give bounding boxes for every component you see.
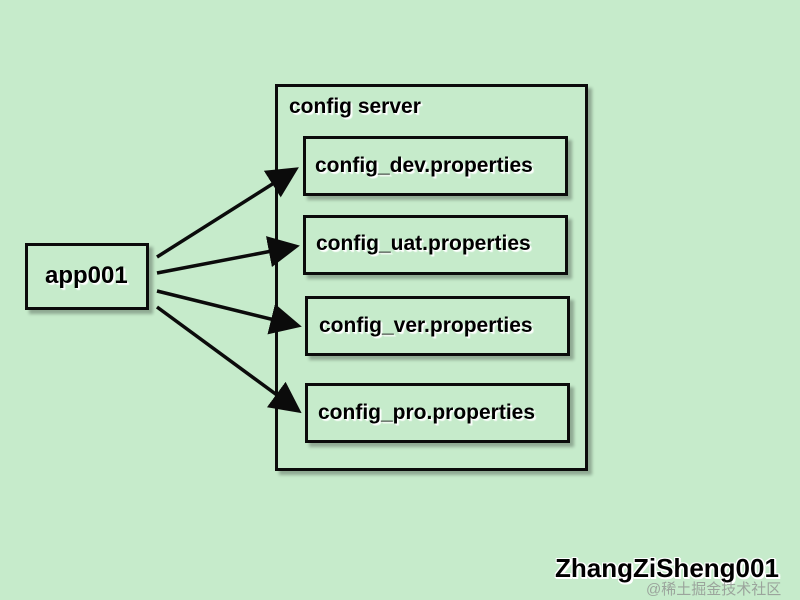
config-server-label: config server <box>289 95 421 118</box>
arrow-to-config-pro <box>155 305 302 414</box>
config-uat-node <box>303 215 568 275</box>
arrow-to-config-ver <box>156 289 302 335</box>
config-server-container <box>275 84 588 471</box>
arrow-to-config-dev <box>156 167 299 259</box>
config-dev-node <box>303 136 568 196</box>
config-uat-label: config_uat.properties <box>316 232 531 255</box>
watermark: @稀土掘金技术社区 <box>646 581 782 598</box>
app001-label: app001 <box>45 262 128 289</box>
config-dev-label: config_dev.properties <box>315 154 533 177</box>
arrow-to-config-uat <box>156 236 300 275</box>
config-ver-node <box>305 296 570 356</box>
author-signature: ZhangZiSheng001 <box>555 553 779 583</box>
app001-node <box>25 243 149 310</box>
config-pro-node <box>305 383 570 443</box>
config-ver-label: config_ver.properties <box>319 314 533 337</box>
config-pro-label: config_pro.properties <box>318 401 536 424</box>
